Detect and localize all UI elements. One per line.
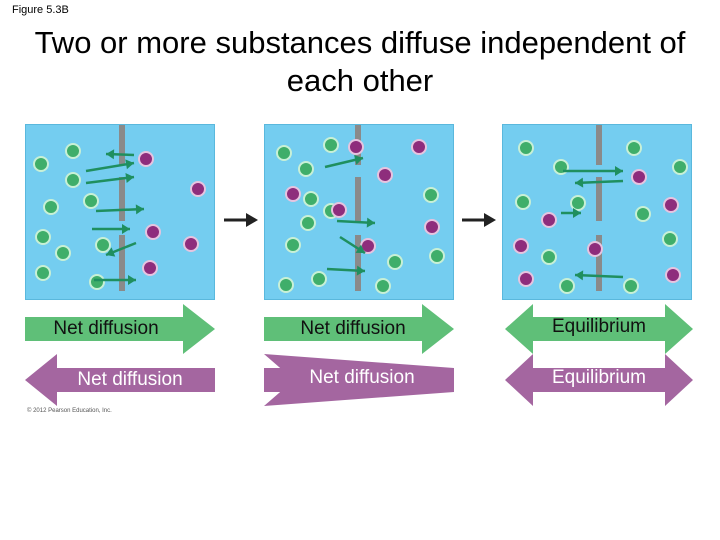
- diagram-title: Two or more substances diffuse independe…: [0, 24, 720, 100]
- purple-molecule: [285, 186, 301, 202]
- purple-band-1-label: Net diffusion: [77, 369, 183, 390]
- title-line-1: Two or more substances diffuse independe…: [34, 25, 686, 60]
- membrane-segment: [119, 177, 125, 221]
- green-molecule: [672, 159, 688, 175]
- green-molecule: [83, 193, 99, 209]
- purple-molecule: [663, 197, 679, 213]
- green-band-2: Net diffusion: [264, 304, 454, 354]
- diffusion-arrow: [336, 217, 376, 228]
- purple-molecule: [587, 241, 603, 257]
- purple-band-1: Net diffusion: [25, 354, 215, 406]
- membrane-segment: [596, 177, 602, 221]
- purple-band-2: Net diffusion: [264, 354, 454, 406]
- diffusion-arrow: [85, 173, 135, 185]
- green-molecule: [33, 156, 49, 172]
- purple-molecule: [183, 236, 199, 252]
- purple-molecule: [138, 151, 154, 167]
- purple-molecule: [142, 260, 158, 276]
- green-band-3: Equilibrium: [505, 304, 693, 354]
- purple-molecule: [190, 181, 206, 197]
- diffusion-panel-equilibrium: [502, 124, 692, 300]
- panel-drawing-initial: [33, 125, 206, 291]
- diffusion-arrow: [105, 149, 135, 160]
- purple-molecule: [348, 139, 364, 155]
- green-band-1: Net diffusion: [25, 304, 215, 354]
- diffusion-arrow: [561, 208, 581, 218]
- green-molecule: [518, 140, 534, 156]
- purple-molecule: [513, 238, 529, 254]
- diffusion-panel-initial: [25, 124, 215, 300]
- purple-molecule: [411, 139, 427, 155]
- purple-molecule: [377, 167, 393, 183]
- green-molecule: [95, 237, 111, 253]
- green-molecule: [303, 191, 319, 207]
- green-molecule: [635, 206, 651, 222]
- green-molecule: [387, 254, 403, 270]
- diffusion-arrow: [85, 159, 135, 173]
- diffusion-arrow: [105, 241, 137, 257]
- diffusion-arrow: [574, 270, 624, 281]
- green-molecule: [570, 195, 586, 211]
- membrane-segment: [119, 125, 125, 165]
- purple-molecule: [518, 271, 534, 287]
- green-molecule: [43, 199, 59, 215]
- step-arrow-1: [224, 213, 258, 227]
- purple-molecule: [424, 219, 440, 235]
- membrane-segment: [596, 125, 602, 165]
- step-arrow-2: [462, 213, 496, 227]
- green-molecule: [35, 229, 51, 245]
- green-molecule: [300, 215, 316, 231]
- membrane-segment: [355, 177, 361, 221]
- green-molecule: [35, 265, 51, 281]
- green-molecule: [298, 161, 314, 177]
- diffusion-arrow: [574, 177, 624, 188]
- purple-band-3: Equilibrium: [505, 354, 693, 406]
- purple-molecule: [665, 267, 681, 283]
- green-band-3-label: Equilibrium: [552, 316, 646, 337]
- green-molecule: [559, 278, 575, 294]
- green-molecule: [311, 271, 327, 287]
- purple-band-2-label: Net diffusion: [309, 367, 415, 388]
- diffusion-arrow: [326, 265, 366, 276]
- panel-drawing-intermediate: [276, 125, 445, 294]
- green-molecule: [626, 140, 642, 156]
- purple-band-3-label: Equilibrium: [552, 367, 646, 388]
- green-molecule: [65, 172, 81, 188]
- diffusion-arrow: [324, 154, 364, 169]
- green-band-1-label: Net diffusion: [53, 318, 159, 339]
- green-molecule: [65, 143, 81, 159]
- diffusion-panel-intermediate: [264, 124, 454, 300]
- green-molecule: [515, 194, 531, 210]
- green-molecule: [375, 278, 391, 294]
- panel-drawing-equilibrium: [513, 125, 688, 294]
- green-molecule: [423, 187, 439, 203]
- green-molecule: [662, 231, 678, 247]
- diffusion-arrow: [339, 235, 366, 255]
- green-molecule: [623, 278, 639, 294]
- diffusion-arrow: [92, 224, 130, 234]
- green-molecule: [55, 245, 71, 261]
- green-molecule: [278, 277, 294, 293]
- figure-label: Figure 5.3B: [12, 4, 69, 16]
- purple-molecule: [145, 224, 161, 240]
- diffusion-arrow: [563, 166, 623, 176]
- membrane-segment: [355, 235, 361, 291]
- green-molecule: [323, 137, 339, 153]
- diffusion-arrow: [95, 204, 145, 215]
- purple-molecule: [631, 169, 647, 185]
- green-band-2-label: Net diffusion: [300, 318, 406, 339]
- title-line-2: each other: [286, 63, 434, 98]
- membrane-segment: [596, 235, 602, 291]
- green-molecule: [89, 274, 105, 290]
- purple-molecule: [541, 212, 557, 228]
- membrane-segment: [119, 235, 125, 291]
- purple-molecule: [331, 202, 347, 218]
- green-molecule: [276, 145, 292, 161]
- copyright-notice: © 2012 Pearson Education, Inc.: [27, 408, 112, 414]
- green-molecule: [429, 248, 445, 264]
- green-molecule: [285, 237, 301, 253]
- green-molecule: [541, 249, 557, 265]
- diffusion-arrow: [94, 275, 136, 285]
